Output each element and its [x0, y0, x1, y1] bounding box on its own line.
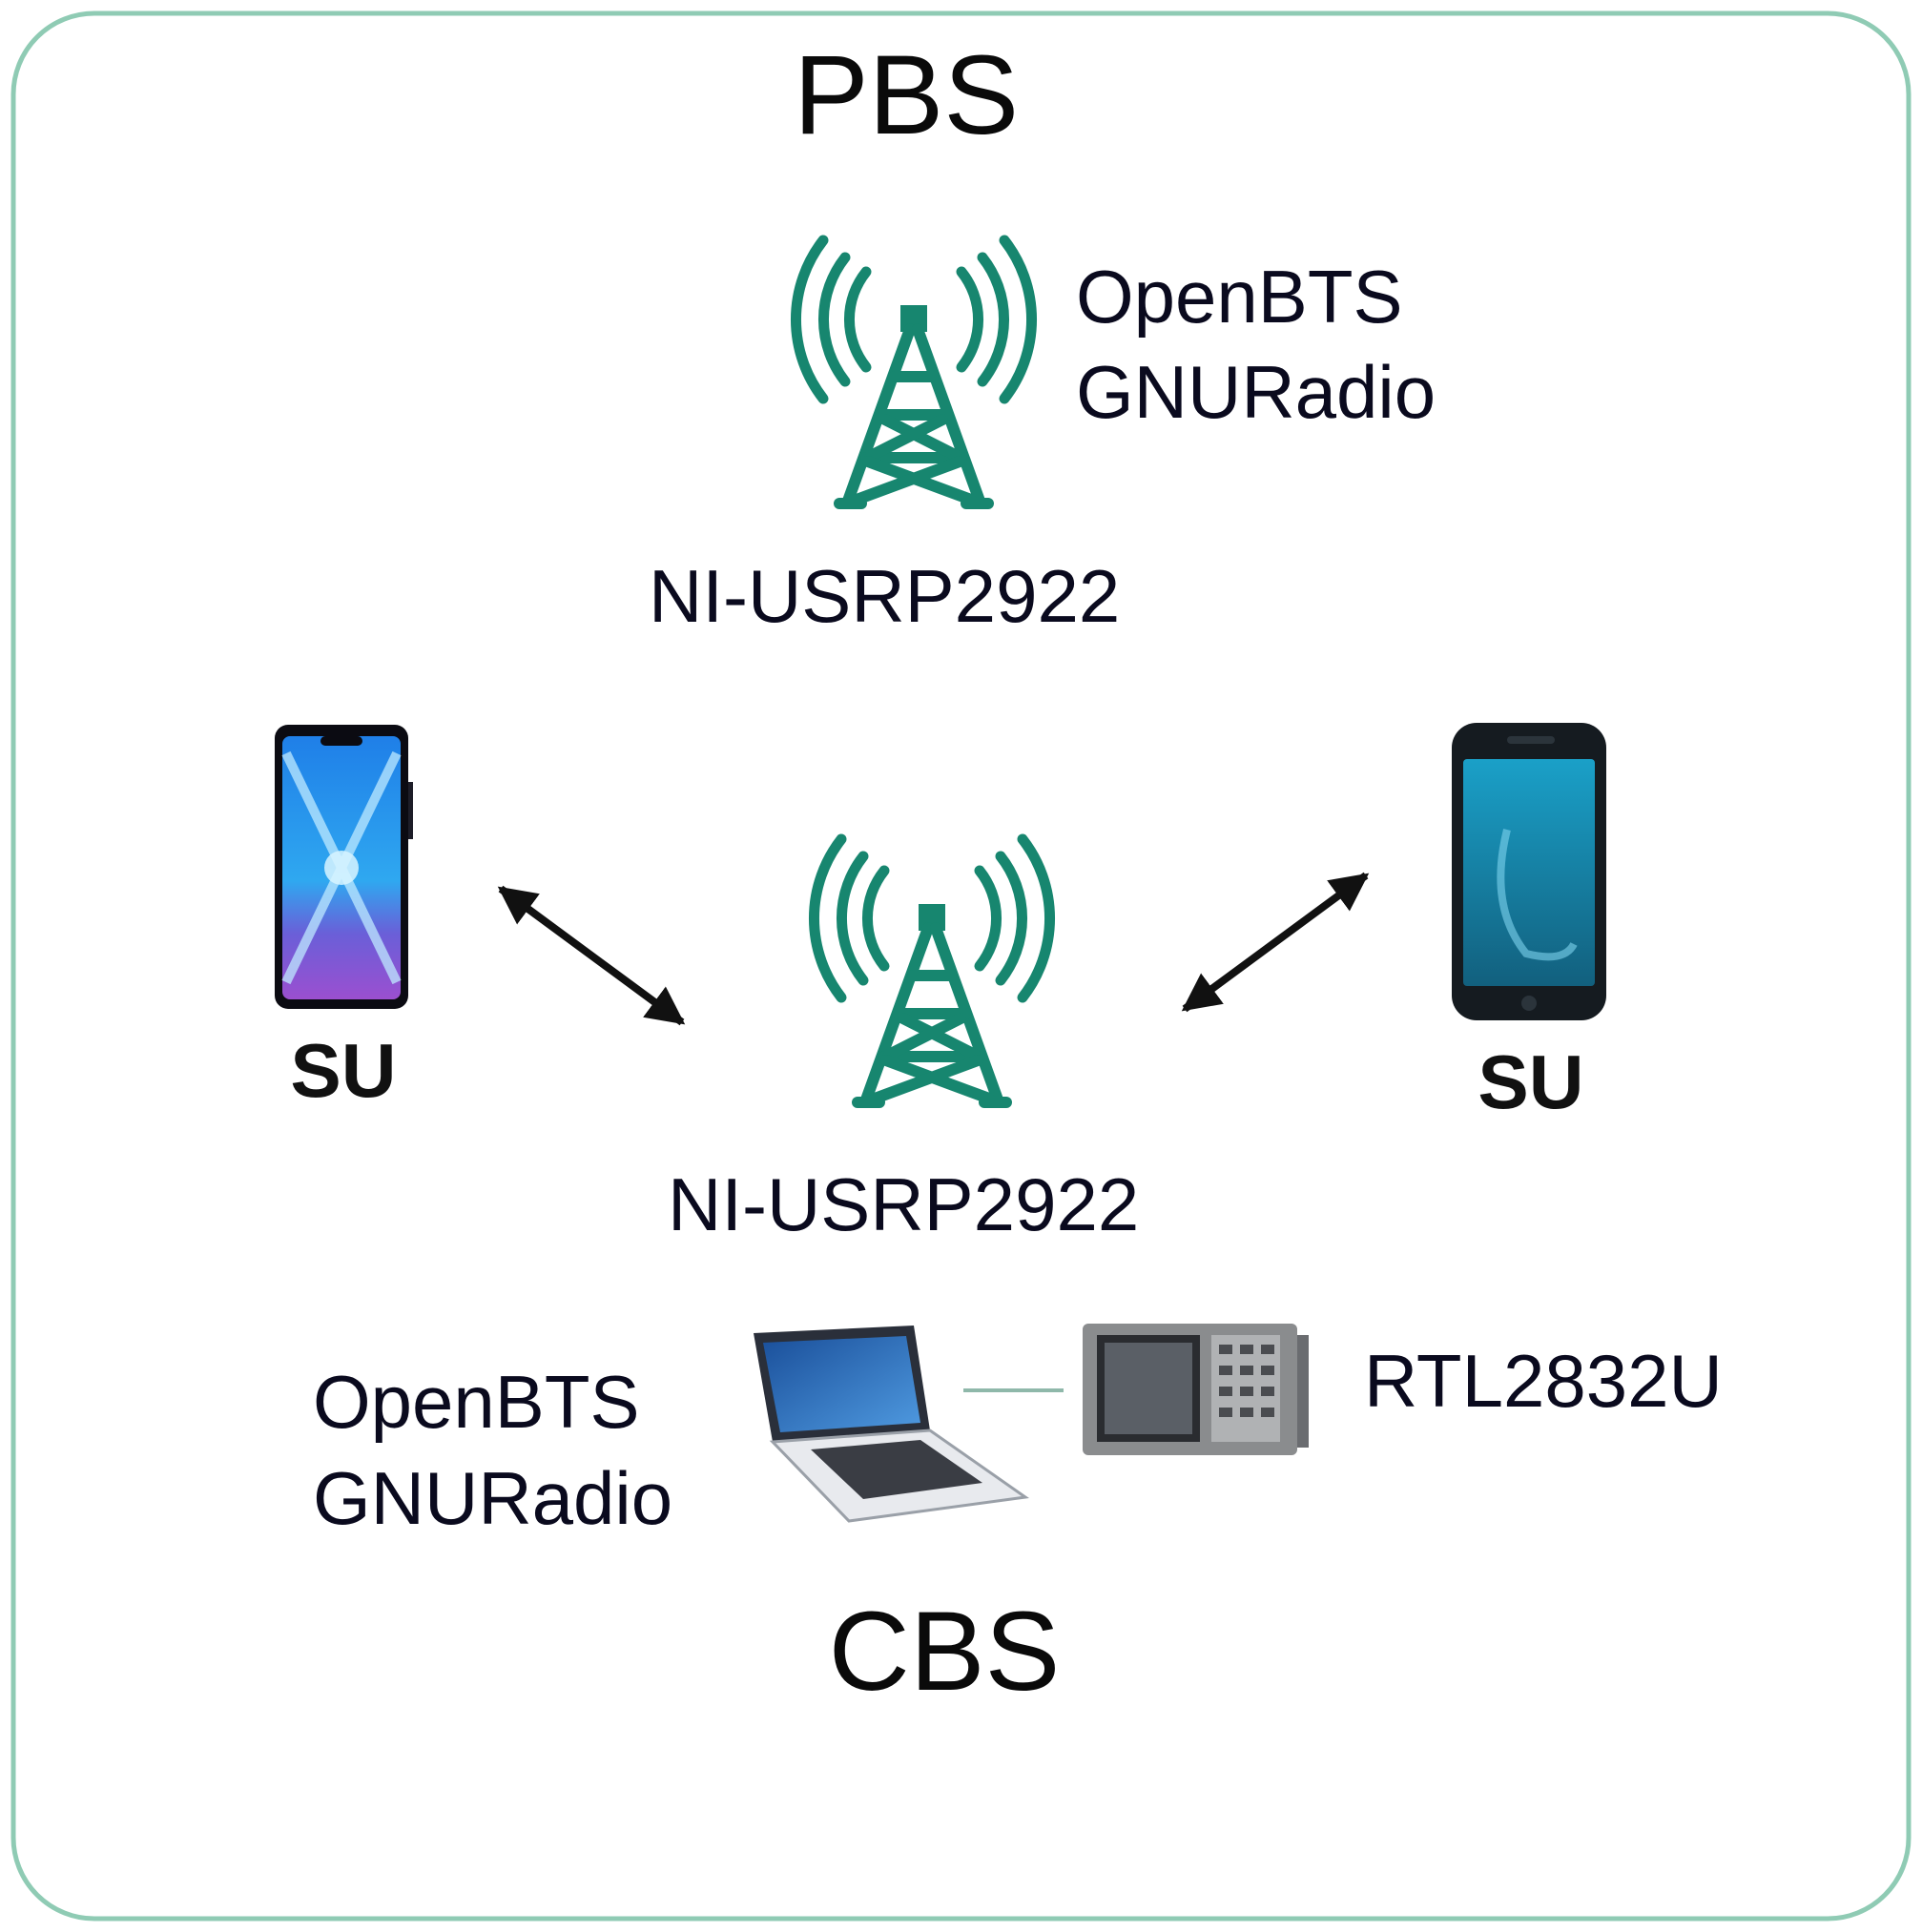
cbs-sdr-label: RTL2832U [1364, 1339, 1723, 1423]
pbs-software-gnuradio: GNURadio [1076, 350, 1436, 434]
cbs-software-gnuradio: GNURadio [313, 1456, 672, 1540]
diagram-frame [10, 10, 1912, 1922]
radio-tower-icon [791, 235, 1037, 509]
link-arrow-left [497, 885, 686, 1026]
pbs-title: PBS [794, 32, 1019, 158]
su-right-label: SU [1478, 1039, 1583, 1124]
link-arrow-right [1181, 872, 1370, 1013]
radio-tower-icon [809, 833, 1055, 1108]
sdr-receiver-icon [1083, 1324, 1309, 1455]
smartphone-icon [275, 725, 413, 1009]
laptop-icon [754, 1326, 1030, 1523]
cbs-software-openbts: OpenBTS [313, 1360, 640, 1444]
smartphone-icon [1452, 723, 1606, 1020]
su-left-label: SU [290, 1028, 396, 1113]
cbs-title: CBS [829, 1589, 1061, 1715]
pbs-hardware-label: NI-USRP2922 [649, 554, 1120, 638]
pbs-software-openbts: OpenBTS [1076, 255, 1403, 339]
cbs-hardware-label: NI-USRP2922 [668, 1162, 1139, 1246]
